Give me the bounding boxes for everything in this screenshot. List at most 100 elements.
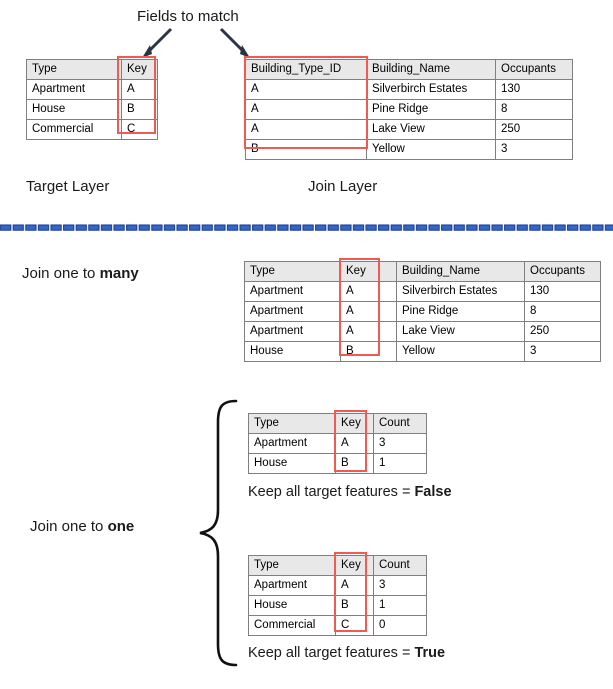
cell: A bbox=[121, 79, 158, 100]
table-row: House B Yellow 3 bbox=[244, 341, 601, 362]
keep-all-true-text: Keep all target features = bbox=[248, 645, 415, 661]
join-layer-table: Building_Type_ID Building_Name Occupants… bbox=[245, 59, 573, 160]
table-header-row: Type Key bbox=[26, 59, 158, 80]
join-one-to-many-label: Join one to many bbox=[22, 265, 139, 283]
cell: Apartment bbox=[248, 575, 336, 596]
join-layer-table-wrap: Building_Type_ID Building_Name Occupants… bbox=[245, 59, 573, 160]
cell: 130 bbox=[524, 281, 601, 302]
col-header: Key bbox=[335, 555, 374, 576]
col-header: Type bbox=[244, 261, 341, 282]
col-header: Key bbox=[121, 59, 158, 80]
join-layer-label: Join Layer bbox=[308, 178, 378, 195]
cell: A bbox=[335, 575, 374, 596]
cell: House bbox=[248, 595, 336, 616]
cell: C bbox=[335, 615, 374, 636]
cell: Apartment bbox=[244, 301, 341, 322]
cell: Lake View bbox=[396, 321, 525, 342]
table-header-row: Type Key Count bbox=[248, 413, 427, 434]
cell: A bbox=[245, 119, 367, 140]
col-header: Building_Name bbox=[366, 59, 496, 80]
table-header-row: Type Key Building_Name Occupants bbox=[244, 261, 601, 282]
col-header: Building_Name bbox=[396, 261, 525, 282]
cell: Yellow bbox=[396, 341, 525, 362]
table-header-row: Type Key Count bbox=[248, 555, 427, 576]
table-row: House B 1 bbox=[248, 453, 427, 474]
fields-to-match-label: Fields to match bbox=[137, 8, 239, 25]
target-layer-table: Type Key Apartment A House B Commercial … bbox=[26, 59, 158, 140]
join-one-to-many-text: Join one to bbox=[22, 265, 100, 282]
cell: 1 bbox=[373, 453, 427, 474]
col-header: Type bbox=[248, 413, 336, 434]
cell: Apartment bbox=[248, 433, 336, 454]
cell: House bbox=[244, 341, 341, 362]
cell: B bbox=[245, 139, 367, 160]
col-header: Count bbox=[373, 413, 427, 434]
keep-all-false-value: False bbox=[414, 484, 452, 500]
table-row: Apartment A Lake View 250 bbox=[244, 321, 601, 342]
cell: Apartment bbox=[244, 281, 341, 302]
table-row: Apartment A Pine Ridge 8 bbox=[244, 301, 601, 322]
cell: Lake View bbox=[366, 119, 496, 140]
cell: 130 bbox=[495, 79, 573, 100]
cell: 3 bbox=[373, 575, 427, 596]
keep-all-true-caption: Keep all target features = True bbox=[248, 645, 445, 662]
col-header: Type bbox=[248, 555, 336, 576]
cell: A bbox=[340, 301, 397, 322]
one-to-one-false-table: Type Key Count Apartment A 3 House B 1 bbox=[248, 413, 427, 474]
cell: 3 bbox=[373, 433, 427, 454]
cell: 0 bbox=[373, 615, 427, 636]
table-row: House B 1 bbox=[248, 595, 427, 616]
join-one-to-many-emphasis: many bbox=[99, 265, 139, 282]
cell: Pine Ridge bbox=[396, 301, 525, 322]
col-header: Occupants bbox=[495, 59, 573, 80]
cell: House bbox=[248, 453, 336, 474]
cell: 3 bbox=[495, 139, 573, 160]
table-row: House B bbox=[26, 99, 158, 120]
cell: 3 bbox=[524, 341, 601, 362]
one-to-one-false-table-wrap: Type Key Count Apartment A 3 House B 1 bbox=[248, 413, 427, 474]
one-to-one-true-table-wrap: Type Key Count Apartment A 3 House B 1 C… bbox=[248, 555, 427, 636]
col-header: Count bbox=[373, 555, 427, 576]
cell: A bbox=[340, 321, 397, 342]
target-layer-label: Target Layer bbox=[26, 178, 110, 195]
cell: A bbox=[245, 99, 367, 120]
cell: Commercial bbox=[26, 119, 122, 140]
col-header: Key bbox=[335, 413, 374, 434]
cell: 8 bbox=[524, 301, 601, 322]
cell: Apartment bbox=[26, 79, 122, 100]
one-to-many-table-wrap: Type Key Building_Name Occupants Apartme… bbox=[244, 261, 601, 362]
cell: B bbox=[121, 99, 158, 120]
cell: B bbox=[340, 341, 397, 362]
one-to-one-true-table: Type Key Count Apartment A 3 House B 1 C… bbox=[248, 555, 427, 636]
cell: B bbox=[335, 453, 374, 474]
keep-all-false-text: Keep all target features = bbox=[248, 484, 415, 500]
cell: 8 bbox=[495, 99, 573, 120]
col-header: Key bbox=[340, 261, 397, 282]
cell: 1 bbox=[373, 595, 427, 616]
table-row: Commercial C 0 bbox=[248, 615, 427, 636]
target-layer-table-wrap: Type Key Apartment A House B Commercial … bbox=[26, 59, 158, 140]
cell: 250 bbox=[495, 119, 573, 140]
col-header: Building_Type_ID bbox=[245, 59, 367, 80]
col-header: Occupants bbox=[524, 261, 601, 282]
cell: Yellow bbox=[366, 139, 496, 160]
cell: Silverbirch Estates bbox=[366, 79, 496, 100]
keep-all-true-value: True bbox=[414, 645, 446, 661]
arrow-to-join-key bbox=[218, 26, 254, 58]
cell: B bbox=[335, 595, 374, 616]
table-row: B Yellow 3 bbox=[245, 139, 573, 160]
join-one-to-one-label: Join one to one bbox=[30, 518, 134, 536]
col-header: Type bbox=[26, 59, 122, 80]
keep-all-false-caption: Keep all target features = False bbox=[248, 484, 452, 501]
cell: House bbox=[26, 99, 122, 120]
table-row: Commercial C bbox=[26, 119, 158, 140]
cell: C bbox=[121, 119, 158, 140]
join-one-to-one-brace bbox=[196, 398, 242, 668]
table-row: Apartment A 3 bbox=[248, 575, 427, 596]
cell: Pine Ridge bbox=[366, 99, 496, 120]
table-row: Apartment A Silverbirch Estates 130 bbox=[244, 281, 601, 302]
join-one-to-one-emphasis: one bbox=[107, 518, 135, 535]
section-divider bbox=[0, 220, 613, 233]
cell: A bbox=[335, 433, 374, 454]
cell: Commercial bbox=[248, 615, 336, 636]
